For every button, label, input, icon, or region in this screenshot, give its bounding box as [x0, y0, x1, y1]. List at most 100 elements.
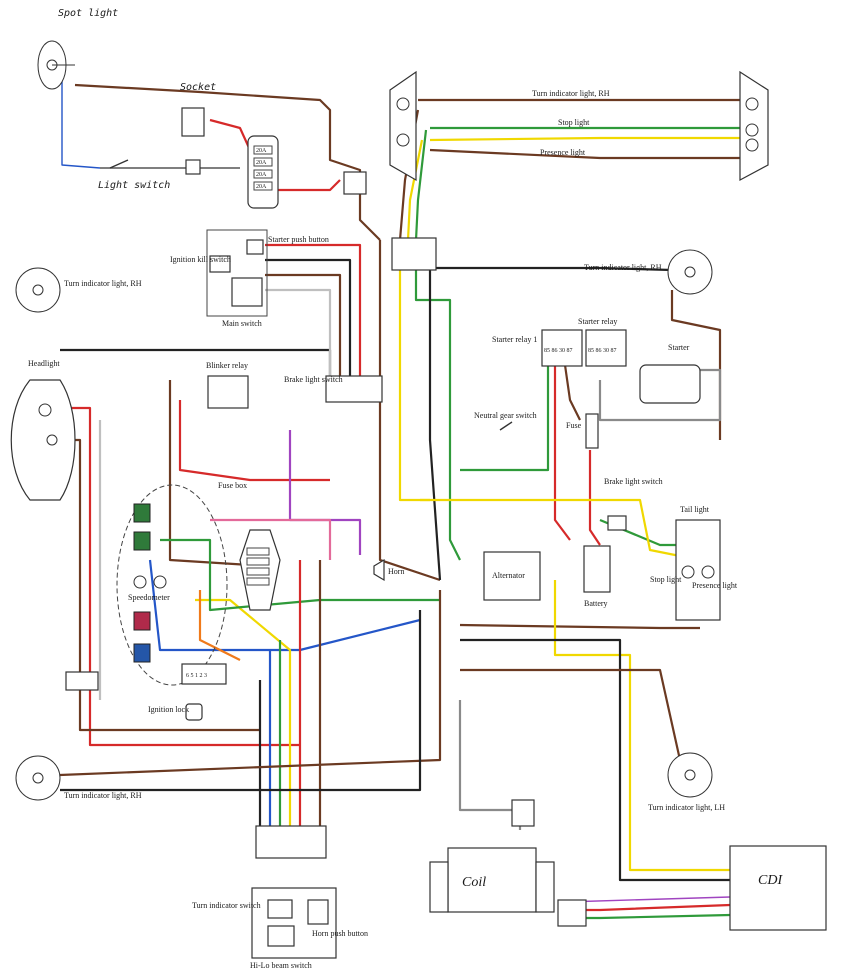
alternator: Alternator — [483, 551, 541, 601]
lamp-icon — [745, 138, 759, 152]
wire-yellow-drop — [406, 139, 424, 241]
wire-red-cdi-plug — [565, 903, 731, 912]
ignition-kill-switch — [209, 255, 231, 273]
turn-indicator-lh: Turn indicator light, LH — [648, 752, 725, 812]
wire-red-blinker — [178, 400, 330, 482]
relay-2-pins: 85 86 30 87 — [588, 348, 617, 354]
wire-red-main — [265, 243, 362, 380]
stop-light-label: Stop light — [650, 575, 682, 584]
wire-grey-coil — [458, 700, 522, 830]
turn-rh-bottom-label: Turn indicator light, RH — [64, 791, 142, 800]
wire-brown-trunk — [378, 240, 441, 582]
fuse-label: Fuse — [566, 421, 582, 430]
wire-brown-presence — [429, 148, 740, 160]
lamp-icon — [396, 97, 410, 111]
horn: Horn — [373, 558, 404, 582]
coil: Coil — [429, 847, 555, 913]
speedometer-label: Speedometer — [128, 593, 170, 602]
main-fuse: Fuse — [566, 413, 599, 449]
battery: Battery — [583, 545, 611, 608]
wire-brown-main — [265, 273, 342, 380]
hi-lo-beam-switch-label: Hi-Lo beam switch — [250, 961, 312, 970]
turn-lh-label: Turn indicator light, LH — [648, 803, 725, 812]
wire-blue-spot — [61, 75, 101, 169]
turn-rh-front-label: Turn indicator light, RH — [64, 279, 142, 288]
fuse-3-value: 20A — [256, 172, 267, 178]
tail-light-label: Tail light — [680, 505, 710, 514]
battery-icon — [583, 545, 611, 593]
rear-light-right — [739, 70, 769, 182]
neutral-gear-switch-label: Neutral gear switch — [474, 411, 537, 420]
wire-brown-relay — [563, 364, 581, 421]
horn-icon — [373, 558, 385, 582]
socket: Socket — [180, 82, 216, 137]
fuse-box: Fuse box — [218, 481, 281, 611]
turn-indicator-rh-right: Turn indicator light, RH — [584, 249, 713, 295]
brake-switch-front-label: Brake light switch — [284, 375, 343, 384]
wire-pink-speedo — [210, 518, 332, 560]
lamp-icon — [133, 575, 147, 589]
wire-yellow-tail — [420, 498, 701, 562]
indicator-oil — [133, 611, 151, 631]
main-switch-group: Starter push button Ignition kill switch… — [170, 229, 329, 328]
fuse-4-value: 20A — [256, 184, 267, 190]
wire-black-turn-right — [430, 266, 673, 272]
neutral-gear-switch: Neutral gear switch — [474, 411, 537, 431]
wire-red-fuse — [588, 450, 601, 546]
wire-brown-turn-left — [59, 590, 442, 777]
coil-label: Coil — [462, 875, 486, 890]
horn-push-button — [307, 899, 329, 925]
wire-black-turn-left — [60, 610, 422, 792]
wire-blue-speedo — [148, 559, 421, 652]
turn-indicator-switch — [267, 899, 293, 919]
main-switch — [231, 277, 263, 307]
wire-black-main — [265, 258, 352, 380]
wire-green-drop — [414, 129, 428, 241]
wire-black-trunk — [428, 270, 442, 581]
wire-green-relay — [460, 365, 550, 472]
blinker-relay: Blinker relay — [206, 361, 249, 409]
starter-push-button-label: Starter push button — [268, 235, 329, 244]
lamp-icon — [153, 575, 167, 589]
horn-push-button-label: Horn push button — [312, 929, 368, 938]
lamp-icon — [745, 97, 759, 111]
wire-red-relay — [553, 365, 571, 541]
cdi-label: CDI — [758, 873, 783, 888]
headlight: Headlight — [10, 359, 76, 501]
hi-lo-beam-switch — [267, 925, 295, 947]
lamp-icon — [701, 565, 715, 579]
wire-green-speedo — [160, 538, 440, 612]
wire-green-trunk — [414, 270, 461, 561]
blinker-relay-label: Blinker relay — [206, 361, 248, 370]
wire-yellow-cdi — [553, 580, 730, 872]
wire-red-head — [60, 406, 300, 747]
lamp-icon — [32, 772, 44, 784]
wire-yellow-presence — [429, 136, 740, 142]
handlebar-switch-panel: Turn indicator switch Horn push button H… — [192, 887, 368, 970]
connector-left — [65, 671, 99, 691]
switch-icon — [499, 421, 513, 431]
brake-light-switch-front: Brake light switch — [284, 375, 383, 403]
rear-light-left — [389, 70, 417, 182]
battery-label: Battery — [584, 599, 608, 608]
starter-label: Starter — [668, 343, 690, 352]
wire-brown-socket — [74, 83, 381, 241]
brake-switch-rear-label: Brake light switch — [604, 477, 663, 486]
wire-violet-blinker — [288, 430, 362, 555]
wire-violet-cdi-plug — [564, 896, 731, 903]
wire-green-cdi-plug — [565, 913, 731, 920]
indicator-high-beam — [133, 643, 151, 663]
light-switch-label: Light switch — [98, 180, 170, 191]
stop-light-top-label: Stop light — [558, 118, 590, 127]
wire-black-cdi — [460, 638, 730, 882]
fuse-1-value: 20A — [256, 148, 267, 154]
horn-label: Horn — [388, 567, 404, 576]
fuse-box-label: Fuse box — [218, 481, 247, 490]
spot-light: Spot light — [37, 8, 118, 90]
wire-yellow-trunk — [398, 270, 430, 502]
indicator-n — [133, 531, 151, 551]
starter-relay-label: Starter relay — [578, 317, 617, 326]
ignition-lock: 6 5 1 2 3 Ignition lock — [148, 663, 227, 721]
connector-small — [343, 171, 367, 195]
